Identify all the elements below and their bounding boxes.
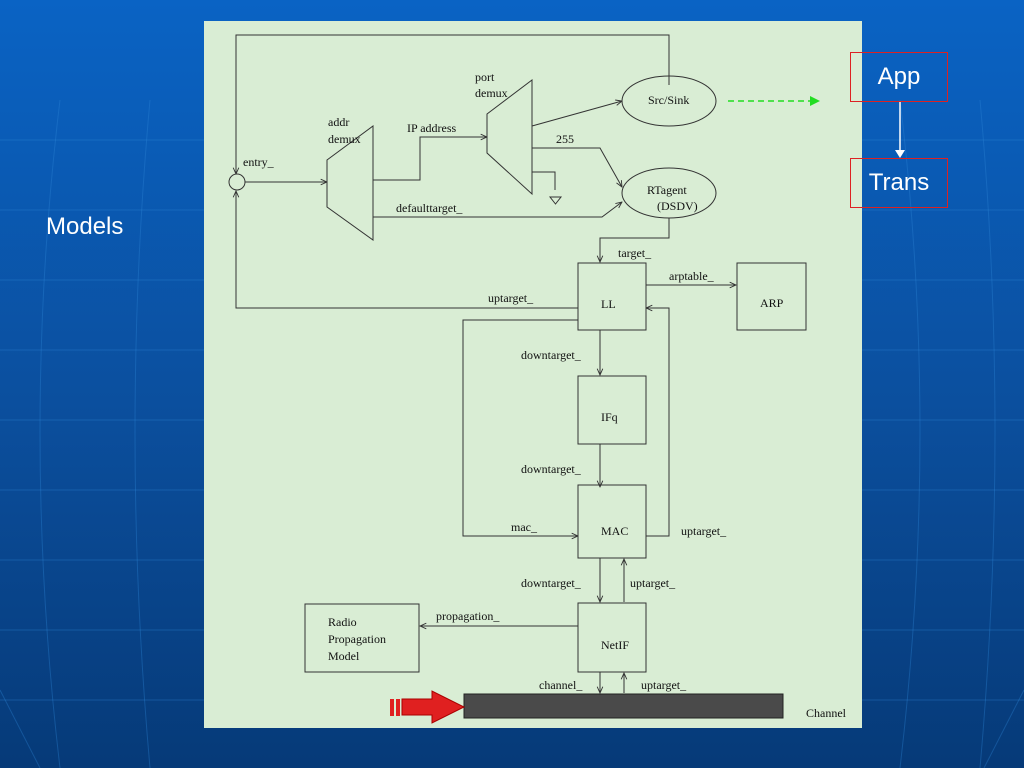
ll-label: LL bbox=[601, 297, 616, 311]
addr-demux-label-1: addr bbox=[328, 115, 349, 129]
ll-uptarget-line bbox=[236, 191, 578, 309]
defaulttarget-line bbox=[373, 202, 622, 218]
return-to-entry-line bbox=[236, 34, 670, 174]
downtarget-label-1: downtarget_ bbox=[521, 348, 582, 362]
mac-box bbox=[577, 484, 647, 559]
rtagent-to-ll-line bbox=[600, 218, 670, 262]
slide-title: Models bbox=[46, 213, 124, 240]
radio-label-2: Propagation bbox=[328, 632, 386, 646]
null-target-symbol bbox=[548, 196, 563, 205]
entry-label: entry_ bbox=[243, 155, 275, 169]
mac-uptarget-line bbox=[646, 308, 670, 537]
port-255-label: 255 bbox=[556, 132, 574, 146]
channel-bar bbox=[463, 693, 784, 719]
mac-link-line bbox=[462, 319, 578, 536]
mac-uptarget-label: uptarget_ bbox=[681, 524, 727, 538]
trans-box: Trans bbox=[850, 158, 948, 208]
ip-address-line bbox=[373, 137, 487, 181]
target-label: target_ bbox=[618, 246, 652, 260]
netif-label: NetIF bbox=[601, 638, 629, 652]
downtarget-label-2: downtarget_ bbox=[521, 462, 582, 476]
radio-label-3: Model bbox=[328, 649, 360, 663]
arp-label: ARP bbox=[760, 296, 784, 310]
addr-demux-shape bbox=[326, 125, 374, 241]
netif-uptarget-label: uptarget_ bbox=[630, 576, 676, 590]
propagation-label: propagation_ bbox=[436, 609, 500, 623]
entry-node bbox=[228, 173, 246, 191]
netif-box bbox=[577, 602, 647, 673]
mobile-node-diagram: port demux addr demux IP address entry_ … bbox=[228, 34, 847, 724]
downtarget-label-3: downtarget_ bbox=[521, 576, 582, 590]
mac-label: MAC bbox=[601, 524, 628, 538]
diagram-panel: port demux addr demux IP address entry_ … bbox=[204, 21, 862, 728]
src-sink-label: Src/Sink bbox=[648, 93, 689, 107]
radio-propagation-box bbox=[304, 603, 420, 673]
port-255-to-rtagent-line bbox=[532, 147, 622, 187]
ifq-label: IFq bbox=[601, 410, 618, 424]
ll-uptarget-label: uptarget_ bbox=[488, 291, 534, 305]
arp-box bbox=[736, 262, 807, 331]
port-to-src-sink-line bbox=[531, 101, 622, 127]
app-to-trans-arrow bbox=[895, 102, 905, 158]
ip-address-label: IP address bbox=[407, 121, 457, 135]
rtagent-label-1: RTagent bbox=[647, 183, 687, 197]
port-demux-label-2: demux bbox=[475, 86, 508, 100]
channel-link-label: channel_ bbox=[539, 678, 583, 692]
channel-label: Channel bbox=[806, 706, 847, 720]
src-sink-node bbox=[621, 75, 717, 127]
port-to-null-line bbox=[532, 171, 556, 190]
rtagent-label-2: (DSDV) bbox=[657, 199, 698, 213]
ll-box bbox=[577, 262, 647, 331]
green-dashed-arrow bbox=[728, 96, 820, 106]
red-arrow bbox=[390, 690, 466, 724]
arptable-label: arptable_ bbox=[669, 269, 715, 283]
port-demux-label-1: port bbox=[475, 70, 495, 84]
app-box: App bbox=[850, 52, 948, 102]
ifq-box bbox=[577, 375, 647, 445]
channel-uptarget-label: uptarget_ bbox=[641, 678, 687, 692]
mac-link-label: mac_ bbox=[511, 520, 538, 534]
addr-demux-label-2: demux bbox=[328, 132, 361, 146]
defaulttarget-label: defaulttarget_ bbox=[396, 201, 463, 215]
radio-label-1: Radio bbox=[328, 615, 357, 629]
